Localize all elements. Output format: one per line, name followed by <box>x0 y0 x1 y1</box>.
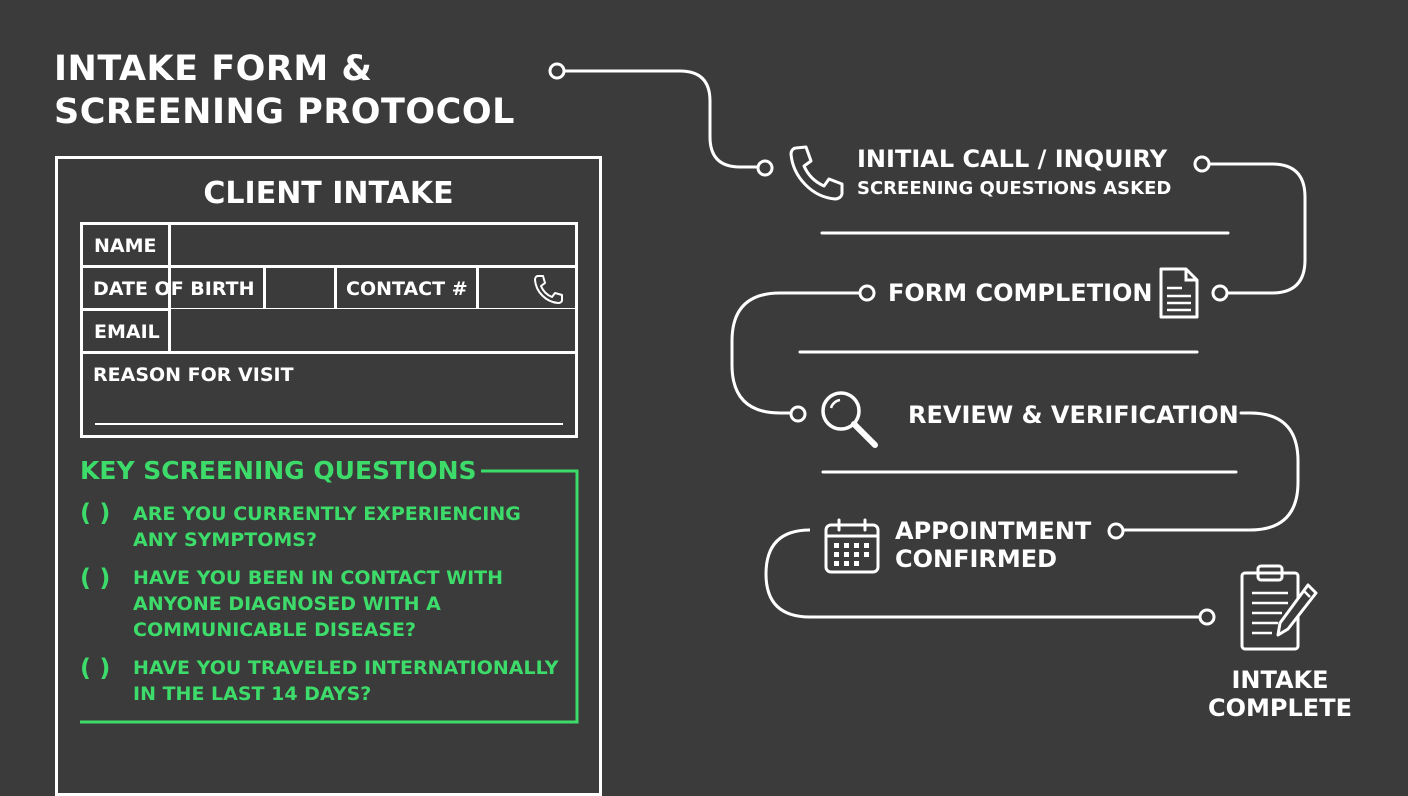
question-2: HAVE YOU BEEN IN CONTACT WITH ANYONE DIA… <box>133 565 503 643</box>
step-initial-call: INITIAL CALL / INQUIRY <box>857 145 1168 173</box>
title-line-1: INTAKE FORM & <box>54 49 373 89</box>
flow-node <box>1198 608 1216 626</box>
title-line-2: SCREENING PROTOCOL <box>54 92 515 132</box>
form-col-divider <box>575 309 578 352</box>
phone-icon <box>789 145 844 201</box>
calendar-icon <box>824 518 880 574</box>
reason-label: REASON FOR VISIT <box>93 364 294 386</box>
flow-line-start <box>562 69 760 169</box>
step-appointment-line-2: CONFIRMED <box>895 545 1058 573</box>
question-1-line-1: ARE YOU CURRENTLY EXPERIENCING <box>133 503 521 525</box>
clipboard-pen-icon <box>1240 564 1318 651</box>
question-3: HAVE YOU TRAVELED INTERNATIONALLY IN THE… <box>133 655 559 707</box>
flow-line-3 <box>1122 411 1300 532</box>
question-1: ARE YOU CURRENTLY EXPERIENCING ANY SYMPT… <box>133 501 521 553</box>
magnifier-icon <box>821 391 878 448</box>
email-label: EMAIL <box>94 321 160 343</box>
step-form-completion: FORM COMPLETION <box>888 279 1153 307</box>
question-2-checkbox[interactable]: ( ) <box>80 564 111 592</box>
form-row-divider <box>80 265 578 268</box>
name-label: NAME <box>94 235 157 257</box>
reason-underline <box>95 423 563 425</box>
question-2-line-3: COMMUNICABLE DISEASE? <box>133 619 417 641</box>
flow-node <box>858 284 876 302</box>
contact-label: CONTACT # <box>346 278 468 300</box>
flow-node <box>1107 522 1125 540</box>
question-3-line-1: HAVE YOU TRAVELED INTERNATIONALLY <box>133 657 559 679</box>
flow-node <box>756 159 774 177</box>
screening-heading: KEY SCREENING QUESTIONS <box>80 456 477 485</box>
step-intake-complete: INTAKE COMPLETE <box>1200 666 1360 722</box>
step-appointment-confirmed: APPOINTMENT CONFIRMED <box>895 517 1091 573</box>
flow-connector <box>548 62 1307 626</box>
form-col-divider <box>263 266 266 309</box>
form-col-divider <box>476 266 479 309</box>
phone-icon <box>534 275 563 304</box>
dob-label: DATE OF BIRTH <box>93 278 255 300</box>
form-row-divider <box>80 351 578 354</box>
step-appointment-line-1: APPOINTMENT <box>895 517 1092 545</box>
flow-node <box>548 62 566 80</box>
flow-node <box>1193 155 1211 173</box>
flow-node <box>1211 284 1229 302</box>
form-col-divider <box>168 222 171 352</box>
form-col-divider <box>334 266 337 309</box>
step-intake-complete-line-2: COMPLETE <box>1208 694 1352 722</box>
flow-line-4 <box>764 528 1202 619</box>
flow-node <box>789 405 807 423</box>
step-intake-complete-line-1: INTAKE <box>1231 666 1329 694</box>
document-icon <box>1159 267 1199 319</box>
step-initial-call-sub: SCREENING QUESTIONS ASKED <box>857 178 1172 199</box>
question-2-line-2: ANYONE DIAGNOSED WITH A <box>133 593 441 615</box>
form-col-divider <box>168 309 171 352</box>
form-title: CLIENT INTAKE <box>203 176 454 211</box>
screening-bracket <box>80 469 579 724</box>
step-review-verification: REVIEW & VERIFICATION <box>908 401 1239 429</box>
email-row-mask <box>168 309 578 351</box>
flow-line-2 <box>730 291 862 415</box>
flow-line-1 <box>1207 162 1307 295</box>
question-2-line-1: HAVE YOU BEEN IN CONTACT WITH <box>133 567 504 589</box>
question-1-line-2: ANY SYMPTOMS? <box>133 529 317 551</box>
question-1-checkbox[interactable]: ( ) <box>80 499 111 527</box>
page-title: INTAKE FORM & SCREENING PROTOCOL <box>54 48 515 134</box>
question-3-line-2: IN THE LAST 14 DAYS? <box>133 683 372 705</box>
question-3-checkbox[interactable]: ( ) <box>80 654 111 682</box>
